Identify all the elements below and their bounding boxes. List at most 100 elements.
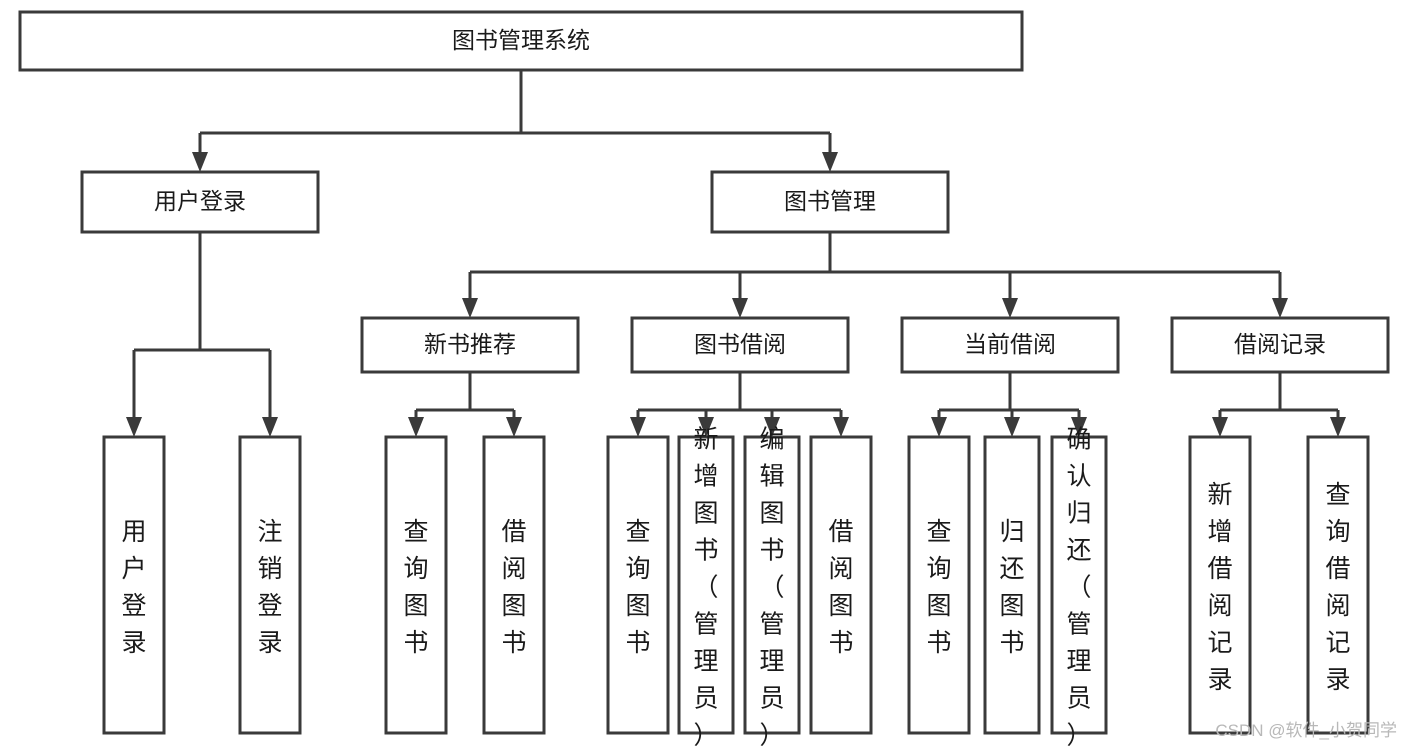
- node-label-char: 确: [1066, 425, 1091, 453]
- node-label-char: 阅: [501, 555, 526, 583]
- node-label-char: 录: [121, 629, 146, 657]
- node-label-char: 阅: [1207, 592, 1232, 620]
- node-box-borrow-record: [1170, 316, 1390, 374]
- node-label-char: 还: [999, 555, 1024, 583]
- node-label-char: 图: [625, 592, 650, 620]
- node-label-char: 增: [693, 462, 718, 490]
- arrow-head-icon: [262, 417, 278, 437]
- node-label-char: 管: [759, 610, 784, 638]
- node-label-char: 理: [1066, 647, 1091, 675]
- node-box-leaf-query-borrow-record: [1306, 435, 1370, 735]
- node-label-char: 询: [926, 555, 951, 583]
- node-box-leaf-borrow-book-1: [482, 435, 546, 735]
- node-label-char: 书: [999, 629, 1024, 657]
- node-label-char: 查: [403, 518, 428, 546]
- node-label-char: 员: [759, 684, 784, 712]
- node-label-char: ）: [693, 721, 718, 747]
- node-box-leaf-query-book-1: [384, 435, 448, 735]
- node-label-char: 员: [693, 684, 718, 712]
- node-user-login[interactable]: 用户登录: [80, 170, 320, 234]
- node-label-char: 查: [625, 518, 650, 546]
- node-label-char: 新: [1207, 481, 1232, 509]
- node-label-char: 管: [693, 610, 718, 638]
- node-label-char: 员: [1066, 684, 1091, 712]
- node-label-char: 书: [759, 536, 784, 564]
- node-label-new-book-recommend: 新书推荐: [424, 331, 516, 357]
- node-label-borrow-record: 借阅记录: [1234, 331, 1326, 357]
- node-box-leaf-confirm-return: [1050, 435, 1108, 735]
- arrow-head-icon: [1071, 417, 1087, 437]
- node-label-char: 登: [257, 592, 282, 620]
- node-box-leaf-query-book-2: [606, 435, 670, 735]
- arrow-head-icon: [506, 417, 522, 437]
- node-label-char: 记: [1325, 629, 1350, 657]
- node-label-char: 图: [828, 592, 853, 620]
- node-borrow-record[interactable]: 借阅记录: [1170, 316, 1390, 374]
- node-label-char: 借: [1325, 555, 1350, 583]
- node-label-char: 还: [1066, 536, 1091, 564]
- node-label-char: 归: [1066, 499, 1091, 527]
- arrow-head-icon: [698, 417, 714, 437]
- node-current-borrow[interactable]: 当前借阅: [900, 316, 1120, 374]
- node-label-char: 书: [501, 629, 526, 657]
- node-label-char: 借: [828, 518, 853, 546]
- node-label-char: 归: [999, 518, 1024, 546]
- node-label-char: 登: [121, 592, 146, 620]
- node-box-book-borrow: [630, 316, 850, 374]
- node-book-borrow[interactable]: 图书借阅: [630, 316, 850, 374]
- node-label-book-management: 图书管理: [784, 188, 876, 214]
- node-box-book-management: [710, 170, 950, 234]
- node-label-char: 书: [828, 629, 853, 657]
- node-label-char: 借: [501, 518, 526, 546]
- node-label-char: 认: [1066, 462, 1091, 490]
- node-new-book-recommend[interactable]: 新书推荐: [360, 316, 580, 374]
- node-label-char: ）: [1066, 721, 1091, 747]
- node-label-char: 销: [257, 555, 282, 583]
- node-label-char: （: [1066, 573, 1091, 601]
- node-label-char: 阅: [828, 555, 853, 583]
- node-box-leaf-query-book-3: [907, 435, 971, 735]
- node-label-char: 记: [1207, 629, 1232, 657]
- arrow-head-icon: [1272, 298, 1288, 318]
- connector-layer: [126, 70, 1346, 437]
- node-label-book-borrow: 图书借阅: [694, 331, 786, 357]
- node-label-char: （: [759, 573, 784, 601]
- node-label-char: 辑: [759, 462, 784, 490]
- node-label-root: 图书管理系统: [452, 27, 590, 53]
- node-label-char: ）: [759, 721, 784, 747]
- node-leaf-user-login[interactable]: 用户登录: [102, 435, 166, 735]
- arrow-head-icon: [1002, 298, 1018, 318]
- arrow-head-icon: [462, 298, 478, 318]
- node-book-management[interactable]: 图书管理: [710, 170, 950, 234]
- node-box-leaf-edit-book: [743, 435, 801, 735]
- node-label-char: 管: [1066, 610, 1091, 638]
- node-box-leaf-add-book: [677, 435, 735, 735]
- node-label-char: 录: [257, 629, 282, 657]
- node-label-char: 查: [926, 518, 951, 546]
- node-label-char: 查: [1325, 481, 1350, 509]
- node-label-char: 阅: [1325, 592, 1350, 620]
- arrow-head-icon: [192, 152, 208, 172]
- node-label-user-login: 用户登录: [154, 188, 246, 214]
- arrow-head-icon: [126, 417, 142, 437]
- node-label-char: 借: [1207, 555, 1232, 583]
- node-root[interactable]: 图书管理系统: [18, 10, 1024, 72]
- node-label-char: 编: [759, 425, 784, 453]
- node-label-char: 录: [1207, 666, 1232, 694]
- node-label-char: 图: [403, 592, 428, 620]
- node-box-new-book-recommend: [360, 316, 580, 374]
- node-label-char: 注: [257, 518, 282, 546]
